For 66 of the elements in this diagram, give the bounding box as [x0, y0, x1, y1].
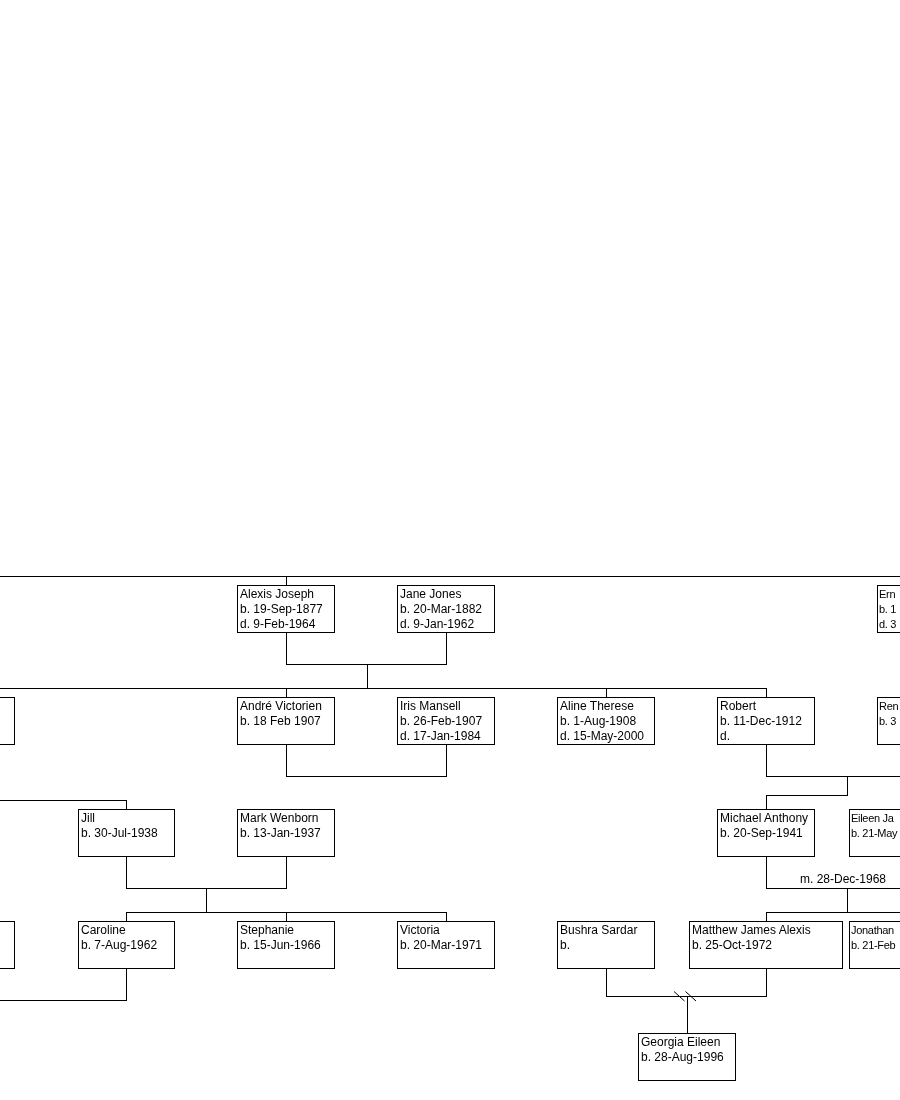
death-date: d. 9-Feb-1964	[240, 617, 316, 632]
person-name: Eileen Ja	[851, 811, 894, 826]
person-box	[397, 697, 495, 745]
person-name: Jill	[81, 811, 95, 826]
person-name: Mark Wenborn	[240, 811, 319, 826]
connector-line	[766, 744, 848, 810]
person-name: Ern	[879, 587, 896, 602]
person-box	[557, 697, 655, 745]
person-box	[717, 809, 815, 857]
birth-date: b. 3	[879, 714, 897, 729]
person-box	[237, 697, 335, 745]
death-date: d. 17-Jan-1984	[400, 729, 481, 744]
connector-line	[0, 968, 127, 1001]
death-date: d. 3	[879, 617, 897, 632]
person-name: Ren	[879, 699, 899, 714]
person-name: André Victorien	[240, 699, 322, 714]
birth-date: b. 7-Aug-1962	[81, 938, 158, 953]
person-box	[638, 1033, 736, 1081]
person-name: Alexis Joseph	[240, 587, 315, 602]
birth-date: b. 1-Aug-1908	[560, 714, 637, 729]
connector-line	[606, 968, 767, 997]
birth-date: b. 30-Jul-1938	[81, 826, 158, 841]
birth-date: b. 15-Jun-1966	[240, 938, 321, 953]
person-box	[397, 921, 495, 969]
birth-date: b. 20-Sep-1941	[720, 826, 803, 841]
person-name: Bushra Sardar	[560, 923, 638, 938]
person-name: Iris Mansell	[400, 699, 461, 714]
birth-date: b. 1	[879, 602, 897, 617]
death-date: d. 9-Jan-1962	[400, 617, 475, 632]
person-name: Michael Anthony	[720, 811, 809, 826]
person-name: Matthew James Alexis	[692, 923, 811, 938]
birth-date: b. 25-Oct-1972	[692, 938, 773, 953]
person-box	[237, 585, 335, 633]
birth-date: b. 19-Sep-1877	[240, 602, 323, 617]
person-name: Victoria	[400, 923, 440, 938]
birth-date: b. 21-May	[851, 826, 898, 841]
death-date: d.	[720, 729, 730, 744]
person-box	[689, 921, 843, 969]
birth-date: b. 26-Feb-1907	[400, 714, 483, 729]
person-box	[397, 585, 495, 633]
person-name: Caroline	[81, 923, 126, 938]
person-box	[78, 921, 175, 969]
person-box	[237, 809, 335, 857]
birth-date: b. 28-Aug-1996	[641, 1050, 724, 1065]
person-name: Jonathan	[851, 923, 894, 938]
person-name: Stephanie	[240, 923, 295, 938]
connector-line	[286, 632, 447, 665]
person-box	[237, 921, 335, 969]
birth-date: b. 20-Mar-1882	[400, 602, 483, 617]
person-box	[78, 809, 175, 857]
birth-date: b. 13-Jan-1937	[240, 826, 321, 841]
death-date: d. 15-May-2000	[560, 729, 645, 744]
connector-line	[0, 800, 127, 810]
person-name: Robert	[720, 699, 757, 714]
birth-date: b. 11-Dec-1912	[720, 714, 802, 729]
connector-line	[126, 856, 287, 889]
birth-date: b. 18 Feb 1907	[240, 714, 321, 729]
person-box	[717, 697, 815, 745]
person-name: Georgia Eileen	[641, 1035, 721, 1050]
birth-date: b. 20-Mar-1971	[400, 938, 483, 953]
birth-date: b.	[560, 938, 570, 953]
person-name: Jane Jones	[400, 587, 462, 602]
connector-line	[286, 744, 447, 777]
birth-date: b. 21-Feb	[851, 938, 896, 953]
person-name: Aline Therese	[560, 699, 634, 714]
person-box	[557, 921, 655, 969]
